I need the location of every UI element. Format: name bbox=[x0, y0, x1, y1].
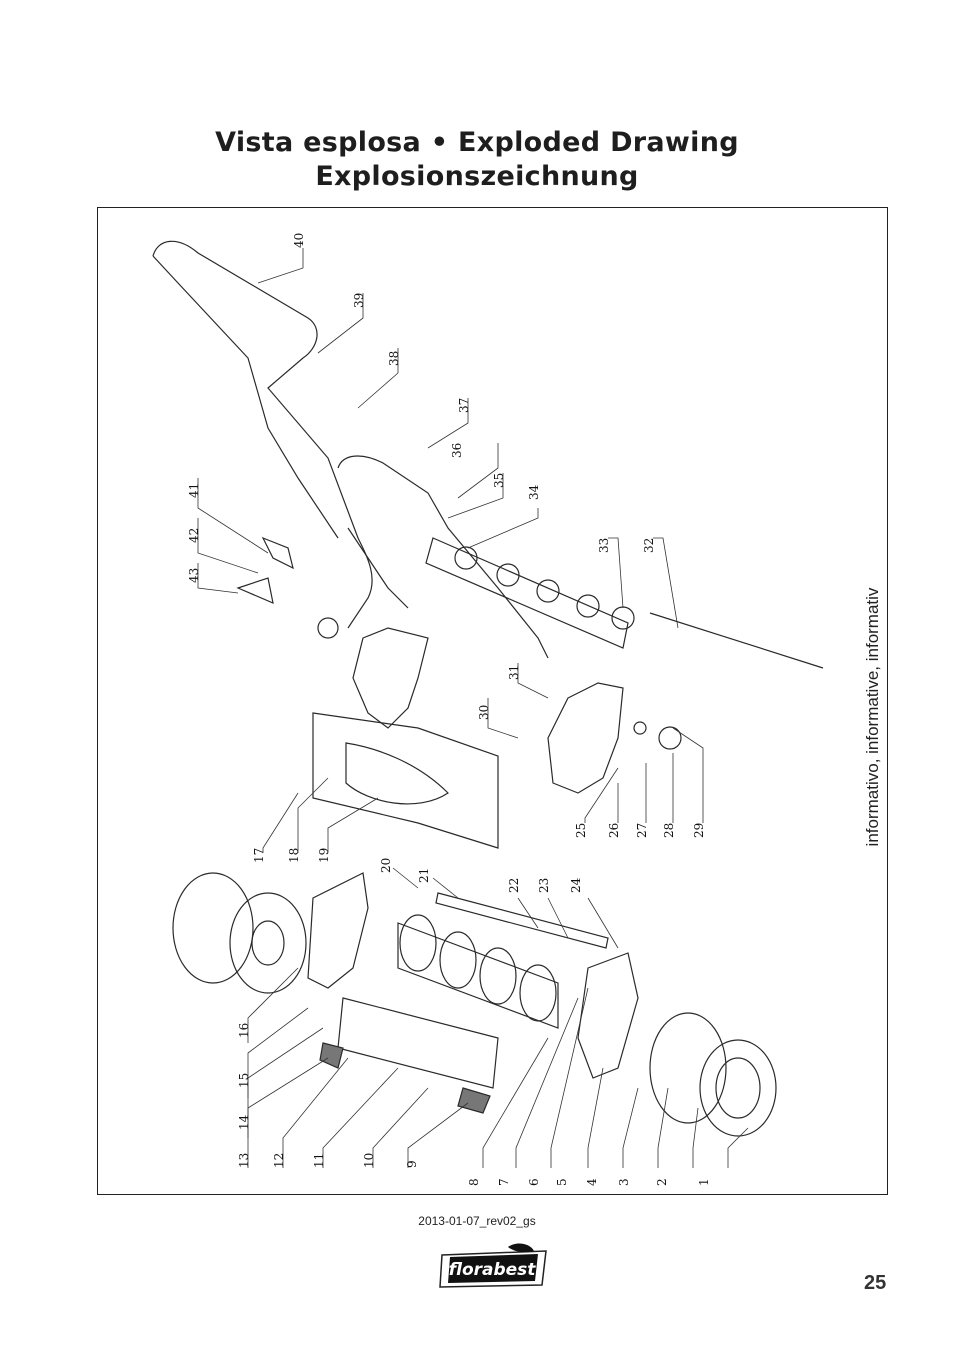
part-label: 32 bbox=[642, 538, 656, 553]
exploded-drawing: 40 39 38 37 36 35 34 41 42 43 33 32 31 3… bbox=[152, 233, 824, 1186]
part-label: 38 bbox=[387, 351, 401, 366]
florabest-logo: florabest bbox=[439, 1243, 547, 1288]
collector-roller bbox=[425, 537, 635, 649]
part-label: 27 bbox=[635, 823, 649, 838]
part-label: 34 bbox=[527, 484, 541, 500]
page-title-line2: Explosionszeichnung bbox=[315, 161, 639, 192]
cover-inner bbox=[345, 742, 449, 805]
handle-lower bbox=[337, 455, 549, 659]
part-label: 12 bbox=[272, 1153, 286, 1168]
part-label: 25 bbox=[574, 823, 588, 838]
leader-lines bbox=[197, 248, 749, 1168]
part-label: 13 bbox=[237, 1153, 251, 1168]
part-label: 22 bbox=[507, 878, 521, 893]
part-label: 19 bbox=[317, 848, 331, 863]
cutting-reel bbox=[397, 914, 559, 1029]
part-label: 40 bbox=[292, 233, 306, 248]
logo-text: florabest bbox=[449, 1260, 537, 1280]
page-title-line1: Vista esplosa • Exploded Drawing bbox=[215, 127, 739, 158]
part-label: 11 bbox=[312, 1153, 326, 1168]
left-gear-plate bbox=[307, 872, 369, 989]
page-number: 25 bbox=[864, 1272, 887, 1294]
part-label: 31 bbox=[507, 665, 521, 680]
part-label: 35 bbox=[492, 473, 506, 488]
knob-right bbox=[658, 726, 682, 750]
handle-left-bar bbox=[152, 255, 339, 539]
revision-note: 2013-01-07_rev02_gs bbox=[418, 1214, 536, 1228]
part-label: 29 bbox=[692, 823, 706, 838]
left-side-plate bbox=[352, 627, 429, 729]
part-label: 41 bbox=[187, 483, 201, 498]
part-label: 20 bbox=[379, 858, 393, 873]
lever-part bbox=[236, 577, 274, 605]
part-label: 21 bbox=[417, 868, 431, 883]
part-label: 24 bbox=[569, 877, 583, 893]
part-labels: 40 39 38 37 36 35 34 41 42 43 33 32 31 3… bbox=[187, 233, 711, 1186]
part-label: 2 bbox=[655, 1178, 669, 1186]
part-label: 5 bbox=[555, 1178, 569, 1186]
right-gear-plate bbox=[577, 952, 639, 1079]
part-label: 17 bbox=[252, 848, 266, 863]
part-label: 7 bbox=[497, 1178, 511, 1186]
part-label: 42 bbox=[187, 528, 201, 543]
rear-cover bbox=[312, 712, 499, 849]
part-label: 1 bbox=[697, 1178, 711, 1186]
foot-right bbox=[457, 1087, 491, 1114]
right-wheel bbox=[649, 1012, 777, 1137]
part-label: 10 bbox=[362, 1153, 376, 1168]
foot-left bbox=[319, 1042, 344, 1069]
part-label: 26 bbox=[607, 823, 621, 838]
part-label: 28 bbox=[662, 823, 676, 838]
part-label: 15 bbox=[237, 1073, 251, 1088]
bottom-blade bbox=[337, 997, 499, 1089]
part-label: 4 bbox=[585, 1178, 599, 1186]
part-label: 8 bbox=[467, 1178, 481, 1186]
knob-left bbox=[317, 617, 339, 639]
exploded-drawing-frame: 40 39 38 37 36 35 34 41 42 43 33 32 31 3… bbox=[97, 207, 888, 1195]
part-label: 30 bbox=[477, 705, 491, 720]
part-label: 37 bbox=[457, 398, 471, 413]
right-side-plate bbox=[547, 682, 624, 794]
rod bbox=[649, 612, 824, 669]
part-label: 36 bbox=[450, 443, 464, 458]
handle-top bbox=[152, 240, 373, 629]
part-label: 43 bbox=[187, 568, 201, 583]
part-label: 9 bbox=[405, 1160, 419, 1168]
left-wheel bbox=[172, 872, 307, 994]
part-label: 14 bbox=[237, 1114, 251, 1130]
roller-bar bbox=[435, 892, 609, 949]
clamp-part bbox=[261, 536, 294, 570]
part-label: 16 bbox=[237, 1023, 251, 1038]
side-note: informativo, informative, informativ bbox=[863, 587, 882, 847]
part-label: 18 bbox=[287, 848, 301, 863]
part-label: 6 bbox=[527, 1178, 541, 1186]
part-label: 3 bbox=[617, 1178, 631, 1186]
handle-lower-left bbox=[347, 527, 409, 609]
part-label: 39 bbox=[352, 293, 366, 308]
part-label: 23 bbox=[537, 878, 551, 893]
part-label: 33 bbox=[597, 538, 611, 553]
